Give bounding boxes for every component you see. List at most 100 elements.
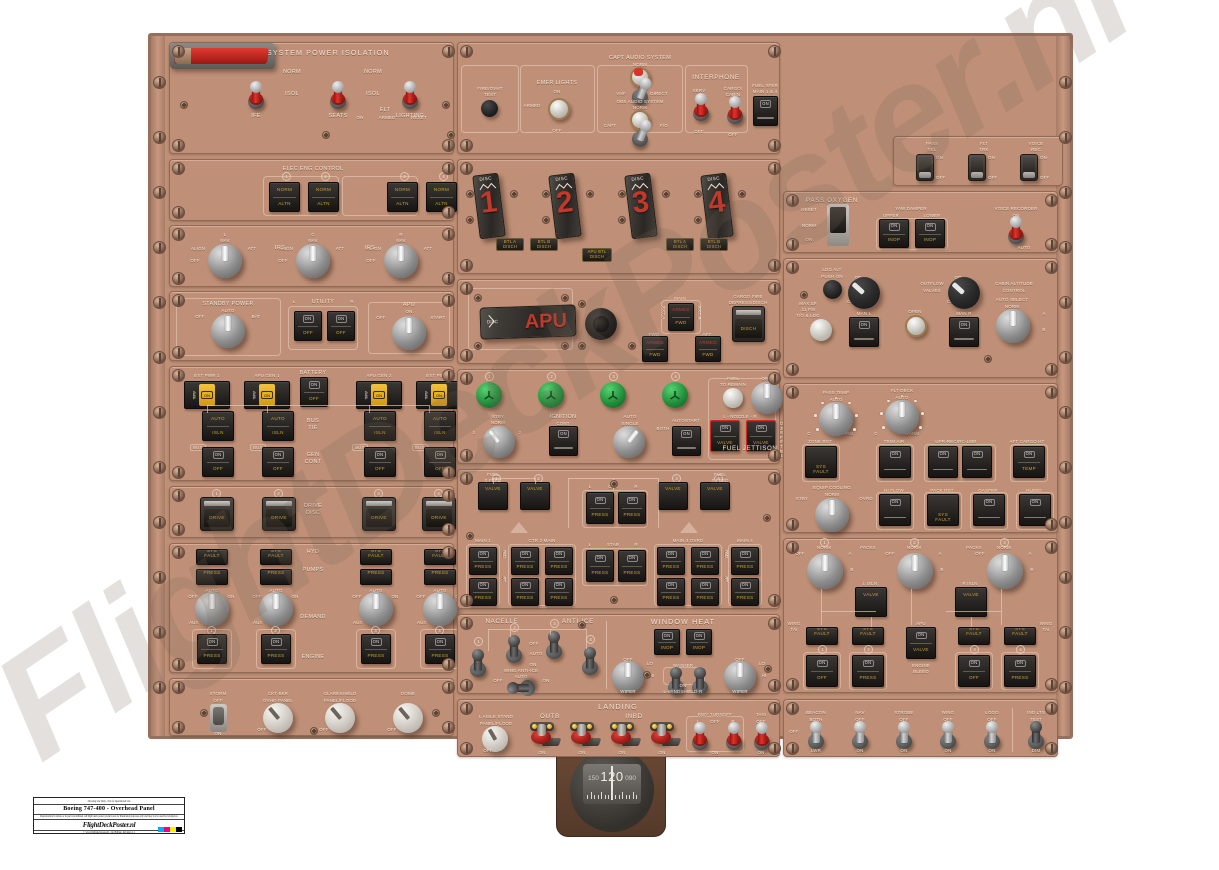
rwy-turnoff-switch-r[interactable]: [726, 722, 742, 750]
drive-disc-guard-1[interactable]: DRIVE: [200, 497, 234, 531]
fire-ovht-test-button[interactable]: [481, 100, 498, 117]
ind-lts-test-switch[interactable]: [1028, 721, 1044, 749]
emer-lights-switch[interactable]: [548, 98, 570, 120]
fuel-xfeed-valve-3[interactable]: VALVE: [700, 482, 730, 510]
interphone-serv-switch[interactable]: [693, 93, 709, 121]
cabin-alt-select-knob[interactable]: [996, 309, 1030, 343]
fuel-to-remain-selector[interactable]: [723, 388, 743, 408]
hyd-demand-press-1[interactable]: PRESS: [196, 569, 228, 585]
ignition-select-knob[interactable]: [483, 426, 515, 458]
pack-control-knob-2[interactable]: [987, 553, 1023, 589]
man-r-knob[interactable]: [948, 277, 980, 309]
man-r-switch[interactable]: ON: [949, 317, 979, 347]
irs-knob-2[interactable]: [384, 244, 418, 278]
hyd-demand-knob-3[interactable]: [359, 592, 393, 626]
taxi-light-switch[interactable]: [754, 722, 770, 750]
fuel-xfer-switch[interactable]: ON: [753, 96, 778, 126]
r-isln-valve[interactable]: VALVE: [955, 587, 987, 617]
nacelle-anti-ice-switch-1[interactable]: [470, 649, 486, 677]
nacelle-anti-ice-switch-4[interactable]: [582, 647, 598, 675]
wiper-left-knob[interactable]: [612, 661, 644, 693]
hyd-demand-knob-2[interactable]: [259, 592, 293, 626]
nacelle-anti-ice-switch-3[interactable]: [546, 631, 562, 659]
drive-disc-guard-2[interactable]: DRIVE: [262, 497, 296, 531]
voice-recorder-switch[interactable]: [1008, 216, 1024, 244]
cabin-service-switch-2[interactable]: [1020, 154, 1038, 181]
landing-light-switch-0[interactable]: [531, 722, 562, 752]
fuel-xfeed-valve-2[interactable]: VALVE: [658, 482, 688, 510]
hyd-demand-press-2[interactable]: PRESS: [260, 569, 292, 585]
standby-power-knob[interactable]: [211, 314, 245, 348]
fuel-xfeed-valve-1[interactable]: VALVE: [520, 482, 550, 510]
flt-deck-temp-knob[interactable]: [879, 394, 925, 434]
man-l-knob[interactable]: [848, 277, 880, 309]
irs-knob-1[interactable]: [296, 244, 330, 278]
aisle-stand-dimmer[interactable]: [482, 726, 508, 752]
cabin-power-switch-1[interactable]: [330, 81, 346, 109]
pack-control-knob-0[interactable]: [807, 553, 843, 589]
gasper-switch[interactable]: ON: [973, 494, 1005, 526]
cockpit-dimmer-1[interactable]: [325, 703, 355, 733]
humid-switch[interactable]: ON: [1019, 494, 1051, 526]
hyd-demand-knob-4[interactable]: [423, 592, 457, 626]
apu-knob[interactable]: [392, 316, 426, 350]
cockpit-dimmer-2[interactable]: [393, 703, 423, 733]
storm-switch[interactable]: [210, 704, 227, 732]
pass-oxygen-switch[interactable]: [827, 204, 849, 246]
ext-light-switch-4[interactable]: [984, 721, 1000, 749]
washer-switch-r[interactable]: [692, 667, 708, 695]
recirc-lower-switch[interactable]: ON: [962, 446, 992, 478]
l-isln-valve[interactable]: VALVE: [855, 587, 887, 617]
washer-switch-l[interactable]: [668, 667, 684, 695]
nacelle-anti-ice-switch-2[interactable]: [506, 635, 522, 663]
ldg-alt-selector[interactable]: [823, 280, 842, 299]
trim-air-switch[interactable]: ON: [879, 446, 911, 478]
cargo-fire-disch-guard[interactable]: DISCH: [732, 306, 765, 342]
autostart-switch[interactable]: ON: [672, 426, 701, 456]
hyd-demand-press-4[interactable]: PRESS: [424, 569, 456, 585]
cabin-service-switch-1[interactable]: [968, 154, 986, 181]
hi-flow-switch[interactable]: ON: [879, 494, 911, 526]
